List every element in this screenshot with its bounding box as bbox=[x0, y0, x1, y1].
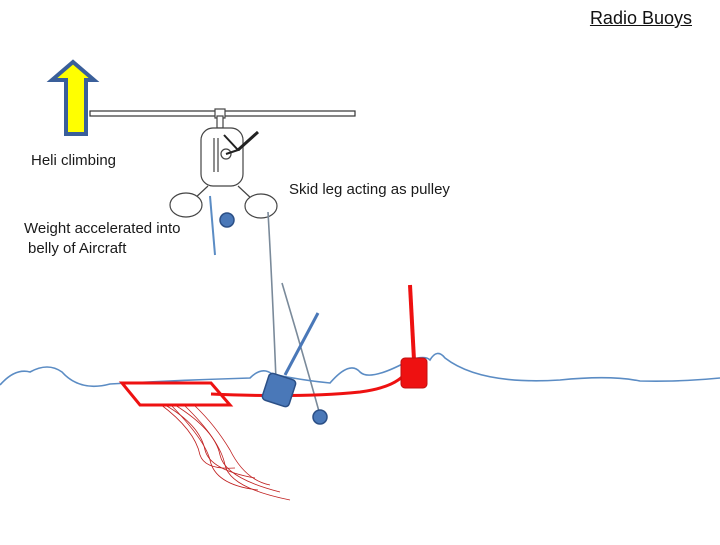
buoy-tether bbox=[210, 375, 404, 398]
helicopter-icon bbox=[89, 108, 356, 219]
skid-leg-label: Skid leg acting as pulley bbox=[289, 181, 450, 198]
small-weight-icon bbox=[312, 409, 328, 425]
heli-climbing-label: Heli climbing bbox=[31, 152, 117, 169]
weight-pole bbox=[283, 312, 320, 376]
weight-icon bbox=[219, 212, 235, 228]
page-title: Radio Buoys bbox=[589, 8, 692, 28]
up-arrow-icon bbox=[46, 59, 100, 136]
debris-strands bbox=[159, 403, 291, 501]
water-surface bbox=[0, 352, 720, 388]
life-raft-icon bbox=[118, 381, 234, 407]
pulley-line-2 bbox=[281, 282, 321, 416]
weight-line bbox=[209, 195, 216, 256]
weight-label-line2: belly of Aircraft bbox=[28, 240, 127, 257]
sinking-weight-icon bbox=[261, 372, 297, 408]
radio-buoy-icon bbox=[400, 284, 428, 389]
pulley-line bbox=[267, 211, 277, 381]
weight-label-line1: Weight accelerated into bbox=[24, 220, 181, 237]
weight-label: Weight accelerated into belly of Aircraf… bbox=[24, 219, 180, 259]
